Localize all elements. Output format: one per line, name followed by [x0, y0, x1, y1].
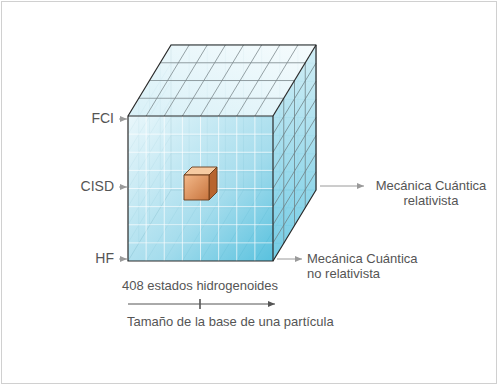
method-label: HF — [44, 251, 114, 266]
inner-cube — [184, 167, 217, 200]
theory-label: Mecánica Cuántica no relativista — [307, 251, 435, 281]
method-label: FCI — [44, 111, 114, 126]
theory-label: Mecánica Cuántica relativista — [369, 178, 493, 208]
method-label: CISD — [44, 179, 114, 194]
basis-size-label: 408 estados hidrogenoides — [110, 278, 290, 293]
axis-label: Tamaño de la base de una partícula — [127, 314, 387, 329]
